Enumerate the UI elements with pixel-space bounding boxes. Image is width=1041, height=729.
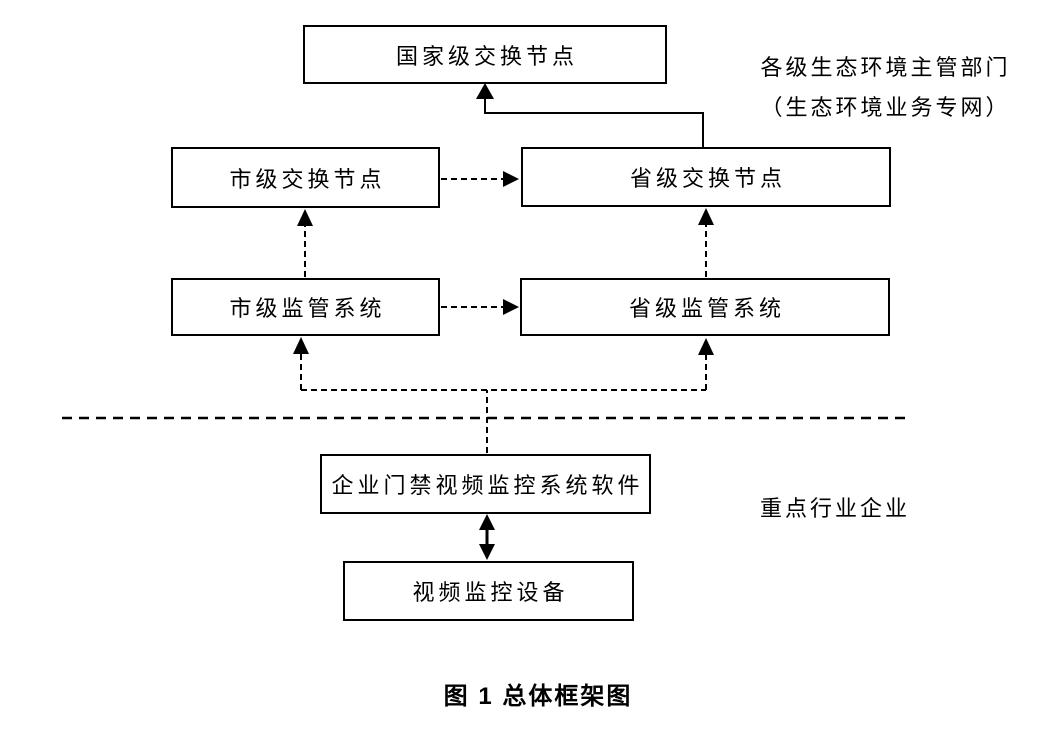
- arrow-double-software-video-device: [479, 514, 495, 560]
- arrow-city-supervision-to-province-supervision: [441, 299, 519, 315]
- arrow-city-supervision-to-city-exchange: [297, 209, 313, 277]
- node-city-exchange: 市级交换节点: [171, 147, 440, 208]
- gov-network-zone-label: 各级生态环境主管部门 （生态环境业务专网）: [728, 55, 1041, 135]
- node-province-supervision: 省级监管系统: [520, 278, 890, 336]
- arrow-province-supervision-to-province-exchange: [698, 208, 714, 277]
- figure-caption: 图 1 总体框架图: [443, 683, 633, 710]
- arrow-enterprise-software-to-supervision-systems: [293, 337, 714, 453]
- arrow-city-exchange-to-province-exchange: [441, 171, 519, 187]
- node-enterprise-access-video-software: 企业门禁视频监控系统软件: [320, 454, 651, 514]
- node-national-exchange: 国家级交换节点: [303, 25, 667, 84]
- node-video-monitoring-device: 视频监控设备: [343, 561, 634, 621]
- node-city-supervision: 市级监管系统: [171, 278, 440, 336]
- gov-network-zone-label-line1: 各级生态环境主管部门: [760, 55, 1011, 80]
- gov-network-zone-label-line2: （生态环境业务专网）: [760, 95, 1011, 120]
- enterprise-zone-label: 重点行业企业: [760, 496, 911, 521]
- node-province-exchange: 省级交换节点: [521, 147, 891, 207]
- arrow-province-exchange-to-national: [476, 83, 704, 147]
